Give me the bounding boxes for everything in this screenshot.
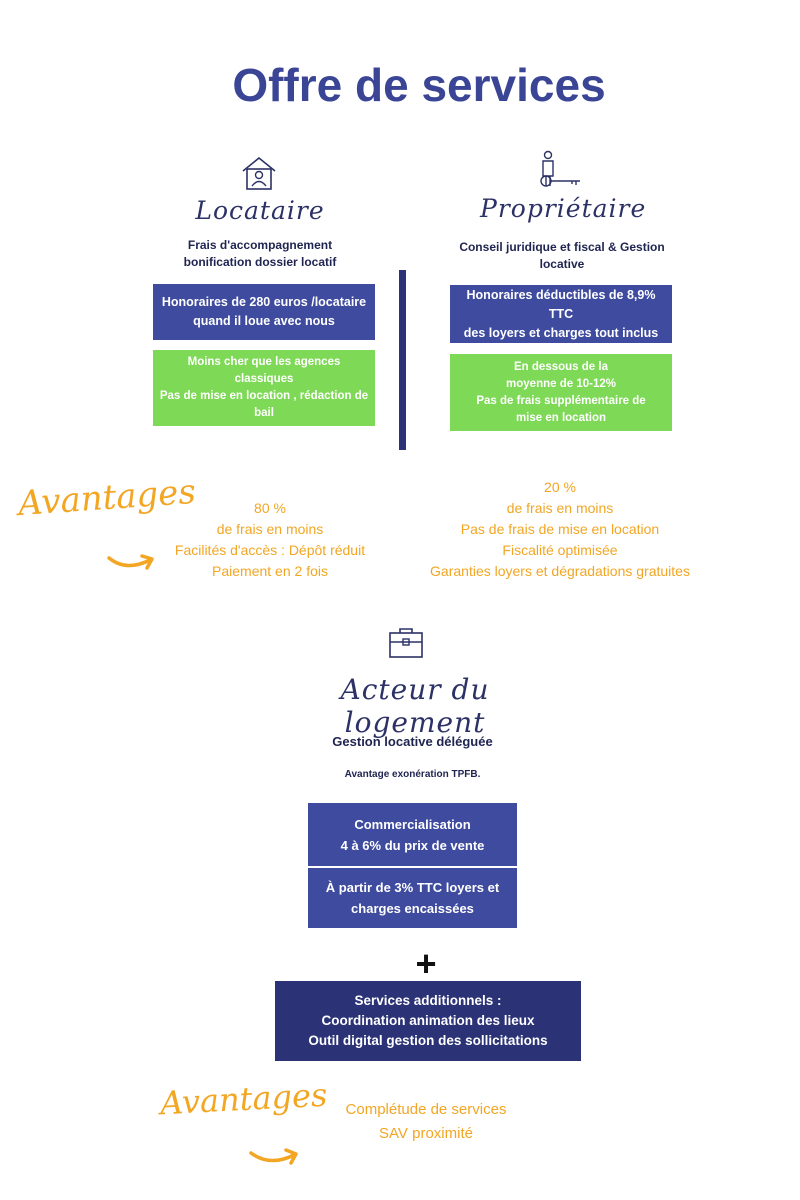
column-divider: [399, 270, 406, 450]
proprietaire-heading: Propriétaire: [480, 194, 647, 223]
acteur-heading: Acteur du logement: [340, 673, 490, 739]
curved-arrow-icon: [106, 548, 158, 572]
advantages-label-bottom: Avantages: [159, 1075, 329, 1123]
curved-arrow-icon: [248, 1145, 302, 1167]
services-additionnels-box: Services additionnels : Coordination ani…: [275, 981, 581, 1061]
briefcase-icon: [388, 625, 424, 659]
acteur-note: Avantage exonération TPFB.: [344, 769, 481, 780]
locataire-subtitle: Frais d'accompagnement bonification doss…: [183, 238, 337, 269]
proprietaire-benefit-box: En dessous de la moyenne de 10-12% Pas d…: [450, 354, 672, 431]
page-title: Offre de services: [232, 59, 606, 111]
box-separator: [308, 866, 517, 868]
proprietaire-subtitle: Conseil juridique et fiscal & Gestion lo…: [459, 240, 665, 271]
house-person-icon: [240, 155, 278, 191]
locataire-benefit-box: Moins cher que les agences classiques Pa…: [153, 350, 375, 426]
plus-sign: +: [415, 943, 437, 984]
locataire-heading: Locataire: [195, 196, 325, 225]
acteur-advantages: Complétude de services SAV proximité: [345, 1101, 507, 1142]
locataire-advantages: 80 % de frais en moins Facilités d'accès…: [174, 500, 366, 579]
proprietaire-advantages: 20 % de frais en moins Pas de frais de m…: [430, 479, 690, 579]
person-key-icon: [536, 150, 584, 190]
acteur-subtitle: Gestion locative déléguée: [332, 734, 493, 749]
